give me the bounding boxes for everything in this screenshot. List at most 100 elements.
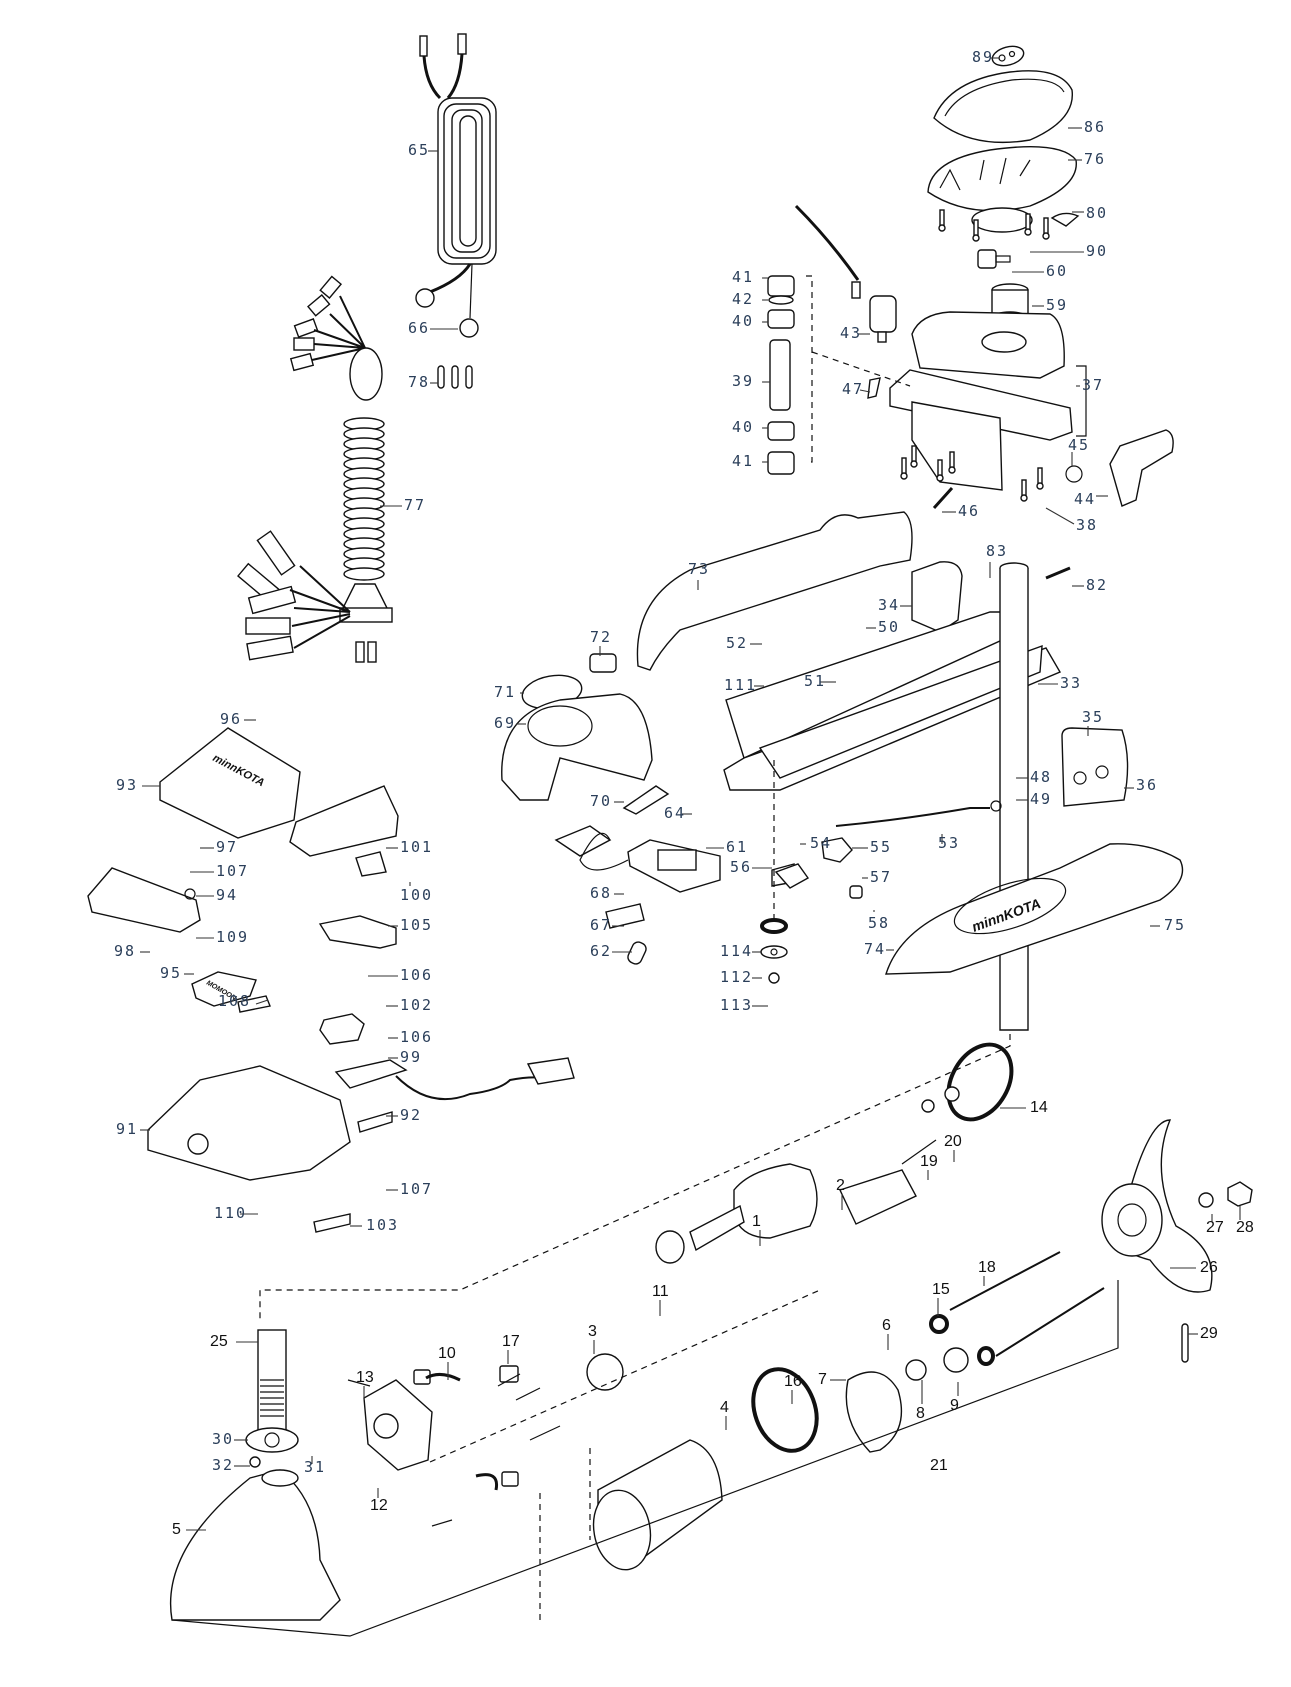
- callout-66: 66: [408, 319, 458, 337]
- part-number-label: 50: [878, 618, 900, 636]
- part-number-label: 33: [1060, 674, 1082, 692]
- callout-77: 77: [380, 496, 424, 514]
- callout-110: 110: [214, 1204, 258, 1222]
- part-number-label: 83: [986, 542, 1008, 560]
- part-number-label: 108: [218, 992, 251, 1010]
- screw-icon: [1025, 213, 1031, 231]
- part-number-label: 9: [950, 1397, 959, 1414]
- callout-30: 30: [212, 1430, 248, 1448]
- callout-107: 107: [386, 1180, 431, 1198]
- part-number-label: 99: [400, 1048, 422, 1066]
- callout-2: 2: [836, 1177, 845, 1210]
- callout-60: 60: [1012, 262, 1068, 280]
- callout-59: 59: [1032, 296, 1066, 314]
- callout-29: 29: [1188, 1325, 1218, 1342]
- part-number-label: 78: [408, 373, 430, 391]
- screw-head-icon: [1042, 232, 1050, 240]
- part-number-label: 111: [724, 676, 757, 694]
- coil-loop: [343, 567, 385, 581]
- part-number-label: 94: [216, 886, 238, 904]
- callout-labels: 8986768090605937454438464142403940414347…: [114, 48, 1254, 1538]
- callout-67: 67: [590, 916, 624, 934]
- part-number-label: 103: [366, 1216, 399, 1234]
- part-number-label: 91: [116, 1120, 138, 1138]
- callout-56: 56: [730, 858, 772, 876]
- control-box-part: [811, 311, 1087, 491]
- screw-icon: [973, 219, 979, 237]
- callout-47: 47: [842, 380, 871, 398]
- part-number-label: 17: [502, 1333, 520, 1350]
- callout-18: 18: [978, 1259, 996, 1286]
- part-number-label: 109: [216, 928, 249, 946]
- part-number-label: 100: [400, 886, 433, 904]
- callout-91: 91: [116, 1120, 150, 1138]
- part-number-label: 89: [972, 48, 994, 66]
- callout-95: 95: [160, 964, 194, 982]
- screw-icon: [949, 451, 955, 469]
- part-number-label: 97: [216, 838, 238, 856]
- callout-73: 73: [688, 560, 710, 590]
- callout-107: 107: [190, 862, 247, 880]
- callout-35: 35: [1082, 708, 1104, 736]
- callout-113: 113: [720, 996, 768, 1014]
- callout-7: 7: [818, 1371, 846, 1388]
- callout-36: 36: [1124, 776, 1156, 794]
- part-number-label: 35: [1082, 708, 1104, 726]
- callout-38: 38: [1045, 507, 1096, 534]
- callout-102: 102: [386, 996, 431, 1014]
- part-number-label: 44: [1074, 490, 1096, 508]
- callout-17: 17: [502, 1333, 520, 1364]
- callout-75: 75: [1150, 916, 1184, 934]
- callout-109: 109: [196, 928, 249, 946]
- part-number-label: 51: [804, 672, 826, 690]
- callout-31: 31: [304, 1456, 326, 1476]
- part-number-label: 57: [870, 868, 892, 886]
- screw-head-icon: [900, 472, 908, 480]
- steering-motor-part: [794, 204, 897, 399]
- part-number-label: 73: [688, 560, 710, 578]
- callout-leader-line: [859, 389, 871, 393]
- callout-101: 101: [386, 838, 431, 856]
- part-number-label: 21: [930, 1457, 948, 1474]
- screw-icon: [1037, 467, 1043, 485]
- callout-40: 40: [732, 312, 768, 330]
- part-number-label: 55: [870, 838, 892, 856]
- part-number-label: 110: [214, 1204, 247, 1222]
- side-bracket-part: [636, 511, 963, 671]
- callout-105: 105: [388, 916, 431, 934]
- callout-65: 65: [408, 141, 438, 159]
- part-number-label: 68: [590, 884, 612, 902]
- part-number-label: 60: [1046, 262, 1068, 280]
- part-number-label: 18: [978, 1259, 996, 1276]
- callout-27: 27: [1206, 1214, 1224, 1236]
- part-number-label: 71: [494, 683, 516, 701]
- screw-head-icon: [1036, 482, 1044, 490]
- callout-61: 61: [706, 838, 746, 856]
- callout-leader-line: [255, 999, 269, 1005]
- part-number-label: 114: [720, 942, 753, 960]
- callout-51: 51: [804, 672, 836, 690]
- part-number-label: 80: [1086, 204, 1108, 222]
- callout-leader-line: [1045, 507, 1075, 525]
- callout-40: 40: [732, 418, 768, 436]
- part-number-label: 92: [400, 1106, 422, 1124]
- callout-8: 8: [916, 1380, 925, 1422]
- callout-76: 76: [1068, 150, 1104, 168]
- screw-icon: [937, 459, 943, 477]
- part-number-label: 93: [116, 776, 138, 794]
- callout-100: 100: [400, 882, 433, 904]
- callout-96: 96: [220, 710, 256, 728]
- part-number-label: 65: [408, 141, 430, 159]
- part-number-label: 40: [732, 418, 754, 436]
- screw-icon: [911, 445, 917, 463]
- callout-3: 3: [588, 1323, 597, 1354]
- part-number-label: 72: [590, 628, 612, 646]
- part-number-label: 53: [938, 834, 960, 852]
- callout-53: 53: [938, 834, 960, 852]
- power-cable-part: [415, 33, 497, 389]
- part-number-label: 69: [494, 714, 516, 732]
- callout-50: 50: [866, 618, 900, 636]
- part-number-label: 31: [304, 1458, 326, 1476]
- part-number-label: 49: [1030, 790, 1052, 808]
- screw-icon: [1043, 217, 1049, 235]
